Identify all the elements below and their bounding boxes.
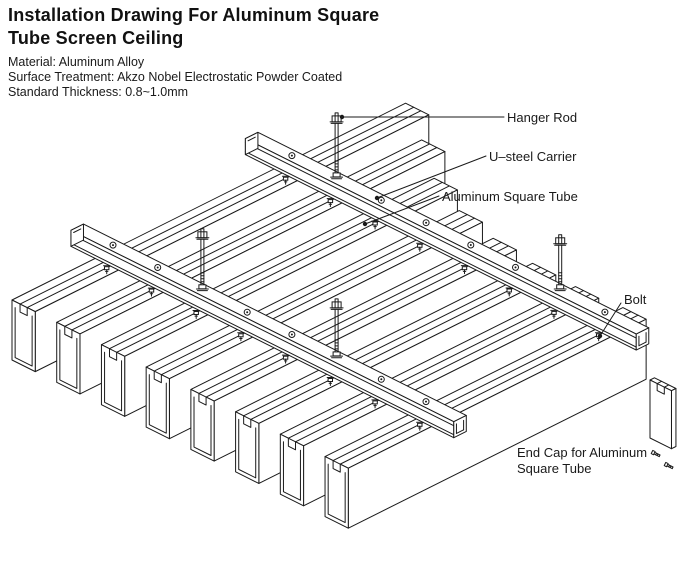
spec-list: Material: Aluminum Alloy Surface Treatme…	[8, 55, 342, 100]
hanger-rod	[195, 228, 210, 292]
spec-surface-treatment: Surface Treatment: Akzo Nobel Electrosta…	[8, 70, 343, 84]
leader-dot	[339, 114, 345, 120]
label-end-cap: End Cap for Aluminum Square Tube	[517, 445, 648, 476]
bolt	[192, 309, 200, 319]
bolt	[663, 461, 674, 470]
bolt	[505, 287, 513, 297]
label-u-steel-carrier: U–steel Carrier	[489, 149, 577, 164]
spec-material: Material: Aluminum Alloy	[8, 55, 145, 69]
bolt	[416, 421, 424, 431]
bolt	[371, 399, 379, 409]
hanger-rod	[553, 234, 568, 292]
bolt	[650, 449, 661, 458]
bolt	[281, 175, 290, 185]
bolt	[326, 377, 335, 387]
label-bolt: Bolt	[624, 292, 647, 307]
title-line-2: Tube Screen Ceiling	[8, 28, 184, 48]
aluminum-square-tube	[324, 307, 647, 529]
title-line-1: Installation Drawing For Aluminum Square	[8, 5, 380, 25]
bolt	[326, 198, 335, 208]
bolt	[103, 265, 111, 275]
hanger-rod	[329, 112, 344, 180]
leader-dot	[597, 333, 603, 339]
u-steel-carrier	[244, 131, 650, 351]
leader-line	[374, 155, 487, 201]
leader-dot	[374, 195, 380, 201]
spec-thickness: Standard Thickness: 0.8~1.0mm	[8, 85, 189, 99]
hanger-rod	[329, 298, 344, 359]
bolt	[550, 309, 558, 319]
label-hanger-rod: Hanger Rod	[507, 110, 578, 125]
end-cap	[649, 377, 677, 450]
bolt	[371, 220, 379, 230]
leader-dot	[362, 221, 368, 227]
leader-line	[339, 114, 505, 120]
u-steel-carrier	[70, 223, 467, 439]
leader-line	[362, 195, 440, 227]
bolt	[237, 332, 245, 342]
leader-line	[597, 302, 622, 339]
bolt	[281, 354, 290, 364]
page-title: Installation Drawing For Aluminum Square…	[8, 4, 379, 50]
label-aluminum-square-tube: Aluminum Square Tube	[442, 189, 578, 204]
bolt	[460, 265, 469, 275]
bolt	[147, 287, 156, 297]
bolt	[416, 242, 424, 252]
